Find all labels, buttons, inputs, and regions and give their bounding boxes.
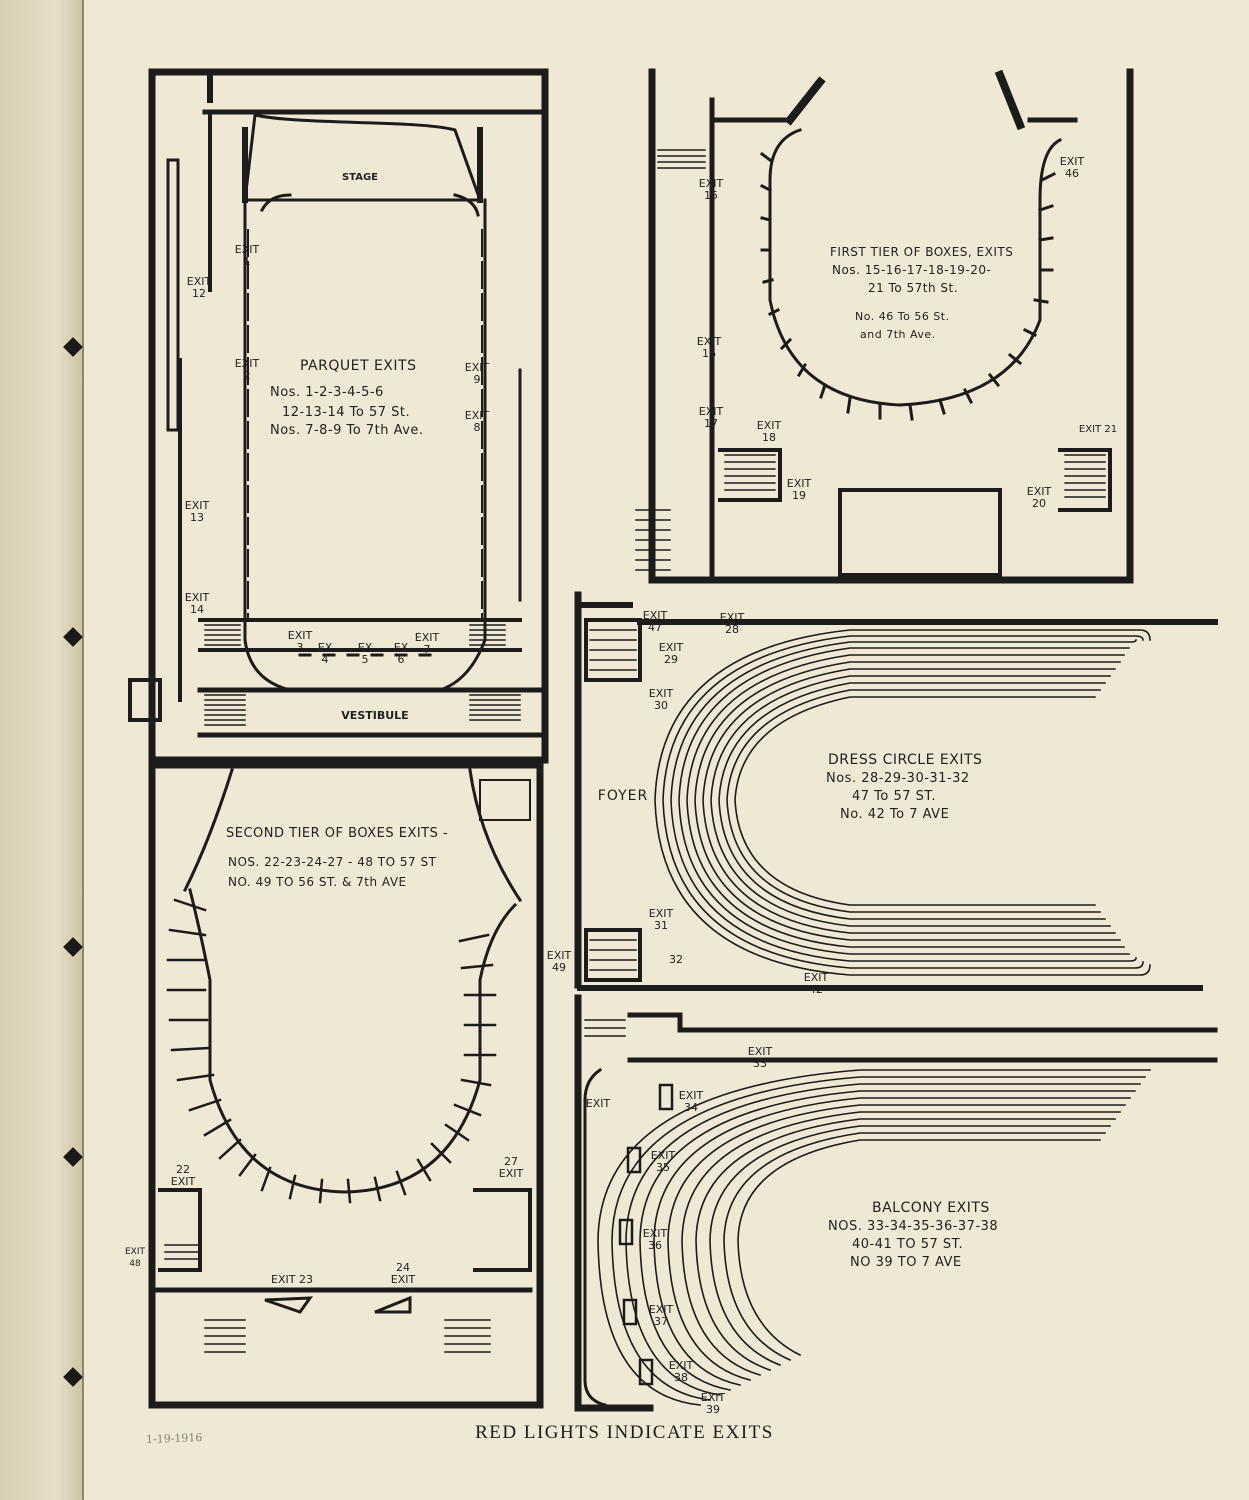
pencil-date-note: 1-19-1916 bbox=[145, 1431, 203, 1446]
dress-circle-exits-line-1: Nos. 28-29-30-31-32 bbox=[826, 771, 970, 786]
exit-46-label: EXIT 46 bbox=[1059, 155, 1085, 180]
exit-39-label: EXIT 39 bbox=[700, 1391, 726, 1416]
exit-49-label: EXIT 49 bbox=[546, 949, 572, 974]
exit-15-label: EXIT 15 bbox=[698, 177, 724, 202]
exit-37-label: EXIT 37 bbox=[648, 1303, 674, 1328]
exit-47-label: EXIT 47 bbox=[642, 609, 668, 634]
dress-circle-exits-line-2: 47 To 57 ST. bbox=[852, 789, 936, 804]
balcony-plan bbox=[574, 994, 1218, 1412]
dress-circle-exits-heading: DRESS CIRCLE EXITS bbox=[828, 752, 983, 768]
stage-label: STAGE bbox=[341, 172, 379, 183]
exit-16-label: EXIT 16 bbox=[696, 335, 722, 360]
second-tier-plan bbox=[148, 761, 544, 1409]
first-tier-exits-line-2: 21 To 57th St. bbox=[868, 281, 959, 295]
exit-27-label: 27 EXIT bbox=[498, 1155, 524, 1180]
exit-17-label: EXIT 17 bbox=[698, 405, 724, 430]
exit-35-label: EXIT 35 bbox=[650, 1149, 676, 1174]
first-tier-exits-heading: FIRST TIER OF BOXES, EXITS bbox=[830, 245, 1014, 259]
vestibule-label: VESTIBULE bbox=[341, 709, 409, 722]
balcony-exits-line-1: NOS. 33-34-35-36-37-38 bbox=[828, 1219, 999, 1234]
exit-7-label: EXIT 7 bbox=[414, 631, 440, 656]
second-tier-exits-line-1: NOS. 22-23-24-27 - 48 TO 57 ST bbox=[228, 855, 437, 869]
exit-6-label: EX 6 bbox=[393, 641, 409, 666]
parquet-exits-line-2: 12-13-14 To 57 St. bbox=[282, 405, 411, 420]
exit-20-label: EXIT 20 bbox=[1026, 485, 1052, 510]
parquet-exits-heading: PARQUET EXITS bbox=[300, 358, 417, 374]
dress-circle-plan bbox=[574, 591, 1218, 991]
exit-48-label: EXIT 48 bbox=[124, 1247, 145, 1269]
exit-38-label: EXIT 38 bbox=[668, 1359, 694, 1384]
first-tier-exits-line-4: and 7th Ave. bbox=[860, 328, 936, 341]
exit-14-label: EXIT 14 bbox=[184, 591, 210, 616]
parquet-plan bbox=[128, 68, 549, 764]
exit-8-label: EXIT 8 bbox=[464, 409, 490, 434]
exit-30-label: EXIT 30 bbox=[648, 687, 674, 712]
exit-13-label: EXIT 13 bbox=[184, 499, 210, 524]
exit-34-label: EXIT 34 bbox=[678, 1089, 704, 1114]
exit-23-label: EXIT 23 bbox=[271, 1273, 313, 1286]
exit-21-label: EXIT 21 bbox=[1078, 424, 1118, 435]
exit-18-label: EXIT 18 bbox=[756, 419, 782, 444]
exit-28-label: EXIT 28 bbox=[719, 611, 745, 636]
book-binding bbox=[0, 0, 84, 1500]
exit-unnumbered-label: EXIT bbox=[585, 1097, 611, 1110]
exit-3-label: EXIT 3 bbox=[287, 629, 313, 654]
exit-9-label: EXIT 9 bbox=[464, 361, 490, 386]
exit-24-label: 24 EXIT bbox=[390, 1261, 416, 1286]
balcony-exits-heading: BALCONY EXITS bbox=[872, 1200, 990, 1216]
exit-31-label: EXIT 31 bbox=[648, 907, 674, 932]
exit-1-label: EXIT 1 bbox=[234, 243, 260, 268]
foyer-label: FOYER bbox=[597, 788, 649, 804]
parquet-exits-line-1: Nos. 1-2-3-4-5-6 bbox=[270, 385, 384, 400]
parquet-exits-line-3: Nos. 7-8-9 To 7th Ave. bbox=[270, 423, 424, 438]
exit-33-label: EXIT 33 bbox=[747, 1045, 773, 1070]
exit-5-label: EX 5 bbox=[357, 641, 373, 666]
balcony-exits-line-2: 40-41 TO 57 ST. bbox=[852, 1237, 964, 1252]
exit-32-label: 32 bbox=[669, 953, 683, 966]
exit-12-label: EXIT 12 bbox=[186, 275, 212, 300]
exits-caption: RED LIGHTS INDICATE EXITS bbox=[475, 1422, 774, 1443]
exit-29-label: EXIT 29 bbox=[658, 641, 684, 666]
second-tier-exits-heading: SECOND TIER OF BOXES EXITS - bbox=[226, 826, 449, 841]
exit-2-label: EXIT 2 bbox=[234, 357, 260, 382]
first-tier-plan bbox=[635, 68, 1134, 584]
first-tier-exits-line-1: Nos. 15-16-17-18-19-20- bbox=[832, 263, 992, 277]
dress-circle-exits-line-3: No. 42 To 7 AVE bbox=[840, 807, 950, 822]
exit-42-label: EXIT 42 bbox=[803, 971, 829, 996]
exit-22-label: 22 EXIT bbox=[170, 1163, 196, 1188]
balcony-exits-line-3: NO 39 TO 7 AVE bbox=[850, 1255, 962, 1270]
exit-4-label: EX 4 bbox=[317, 641, 333, 666]
exit-19-label: EXIT 19 bbox=[786, 477, 812, 502]
second-tier-exits-line-2: NO. 49 TO 56 ST. & 7th AVE bbox=[228, 875, 407, 889]
first-tier-exits-line-3: No. 46 To 56 St. bbox=[855, 310, 950, 323]
exit-36-label: EXIT 36 bbox=[642, 1227, 668, 1252]
